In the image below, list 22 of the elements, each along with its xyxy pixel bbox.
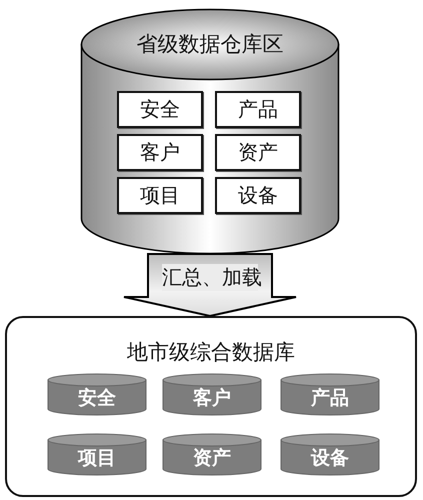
cylinder-label: 资产 <box>192 446 232 471</box>
category-box: 产品 <box>215 91 301 128</box>
database-cylinder <box>162 373 262 416</box>
cylinder-label: 产品 <box>310 386 350 411</box>
category-box: 资产 <box>215 134 301 171</box>
database-cylinder <box>47 373 147 416</box>
cylinder-label: 安全 <box>77 386 117 411</box>
database-cylinder <box>80 8 340 255</box>
cylinder-label: 设备 <box>310 447 350 471</box>
database-cylinder <box>47 433 147 476</box>
database-cylinder <box>162 433 262 476</box>
cylinder-label: 项目 <box>76 447 117 471</box>
cylinder-title: 省级数据仓库区 <box>136 31 284 58</box>
database-cylinder <box>280 373 380 416</box>
panel-title: 地市级综合数据库 <box>126 339 296 366</box>
cylinder-label: 客户 <box>192 386 232 411</box>
category-box: 安全 <box>117 91 203 128</box>
category-box: 设备 <box>215 177 301 214</box>
database-panel <box>5 316 417 497</box>
category-box: 项目 <box>117 177 203 214</box>
category-box: 客户 <box>117 134 203 171</box>
database-cylinder <box>280 433 380 476</box>
